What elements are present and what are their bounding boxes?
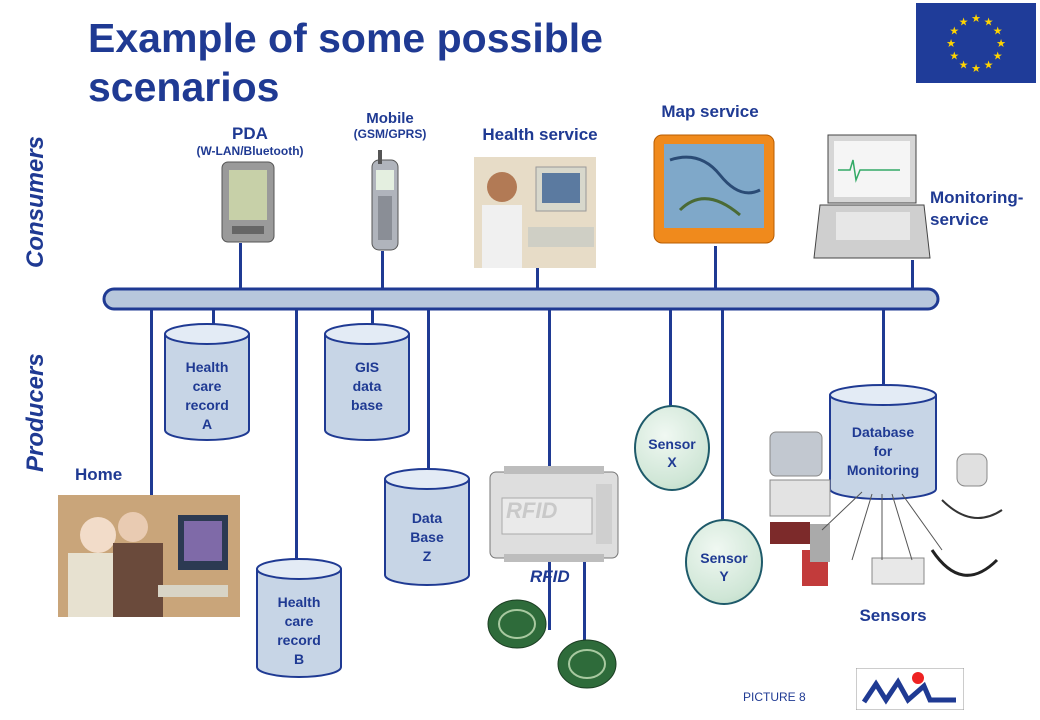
monitoring-service-label: Monitoring- service: [930, 188, 1024, 229]
mobile-phone-icon: [371, 150, 399, 251]
sensor-y-connector: [721, 309, 724, 521]
flag-star: ★: [984, 16, 994, 28]
rfid-tag-a: [487, 599, 547, 649]
rfid-tag-connector-a: [548, 560, 551, 630]
health-service-connector: [536, 268, 539, 289]
home-label: Home: [75, 465, 123, 484]
flag-star: ★: [971, 63, 981, 75]
rfid-connector: [548, 309, 551, 469]
gis-connector: [371, 309, 374, 327]
sensors-label: Sensors: [859, 606, 927, 625]
mobile-connector: [381, 251, 384, 289]
sensor-x-connector: [669, 309, 672, 407]
flag-star: ★: [971, 13, 981, 25]
health-record-a-cylinder: Health care record A: [163, 322, 251, 442]
map-display-icon: [653, 134, 775, 244]
map-service-connector: [714, 246, 717, 289]
gis-database-cylinder: GIS data base: [323, 322, 411, 442]
home-connector: [150, 309, 153, 497]
database-z-connector: [427, 309, 430, 469]
home-photo: [58, 495, 240, 617]
rfid-tag-connector-b: [583, 560, 586, 640]
health-record-b-connector: [295, 309, 298, 562]
pda-icon: [221, 161, 275, 243]
monitoring-service-connector: [911, 260, 914, 289]
flag-star: ★: [949, 26, 959, 38]
monitoring-database-cylinder: Database for Monitoring: [828, 383, 938, 501]
rfid-label: RFID: [530, 567, 570, 586]
database-z-cylinder: Data Base Z: [383, 467, 471, 587]
sensor-y-node: Sensor Y: [685, 519, 763, 605]
mobile-label: Mobile (GSM/GPRS): [353, 110, 427, 141]
laptop-icon: [813, 134, 931, 259]
monitoring-db-connector: [882, 309, 885, 388]
eu-flag-logo: ★★★★★★★★★★★★: [916, 3, 1036, 83]
flag-star: ★: [993, 51, 1003, 63]
rfid-tag-b: [557, 639, 617, 689]
picture-number: PICTURE 8: [743, 690, 806, 704]
map-service-label: Map service: [661, 102, 759, 121]
pda-label: PDA (W-LAN/Bluetooth): [196, 124, 304, 158]
health-service-photo: [474, 157, 596, 268]
pda-connector: [239, 243, 242, 289]
flag-star: ★: [946, 38, 956, 50]
health-record-b-cylinder: Health care record B: [255, 557, 343, 679]
health-service-label: Health service: [482, 125, 598, 144]
flag-star: ★: [993, 26, 1003, 38]
flag-star: ★: [996, 38, 1006, 50]
flag-star: ★: [949, 51, 959, 63]
flag-star: ★: [984, 60, 994, 72]
rfid-reader: RFID: [488, 466, 620, 562]
organization-logo: [855, 667, 965, 711]
sensors-photo: [762, 410, 1014, 602]
flag-star: ★: [959, 60, 969, 72]
health-record-a-connector: [212, 309, 215, 327]
page-title: Example of some possible scenarios: [88, 15, 603, 110]
flag-star: ★: [959, 16, 969, 28]
sensor-x-node: Sensor X: [634, 405, 710, 491]
